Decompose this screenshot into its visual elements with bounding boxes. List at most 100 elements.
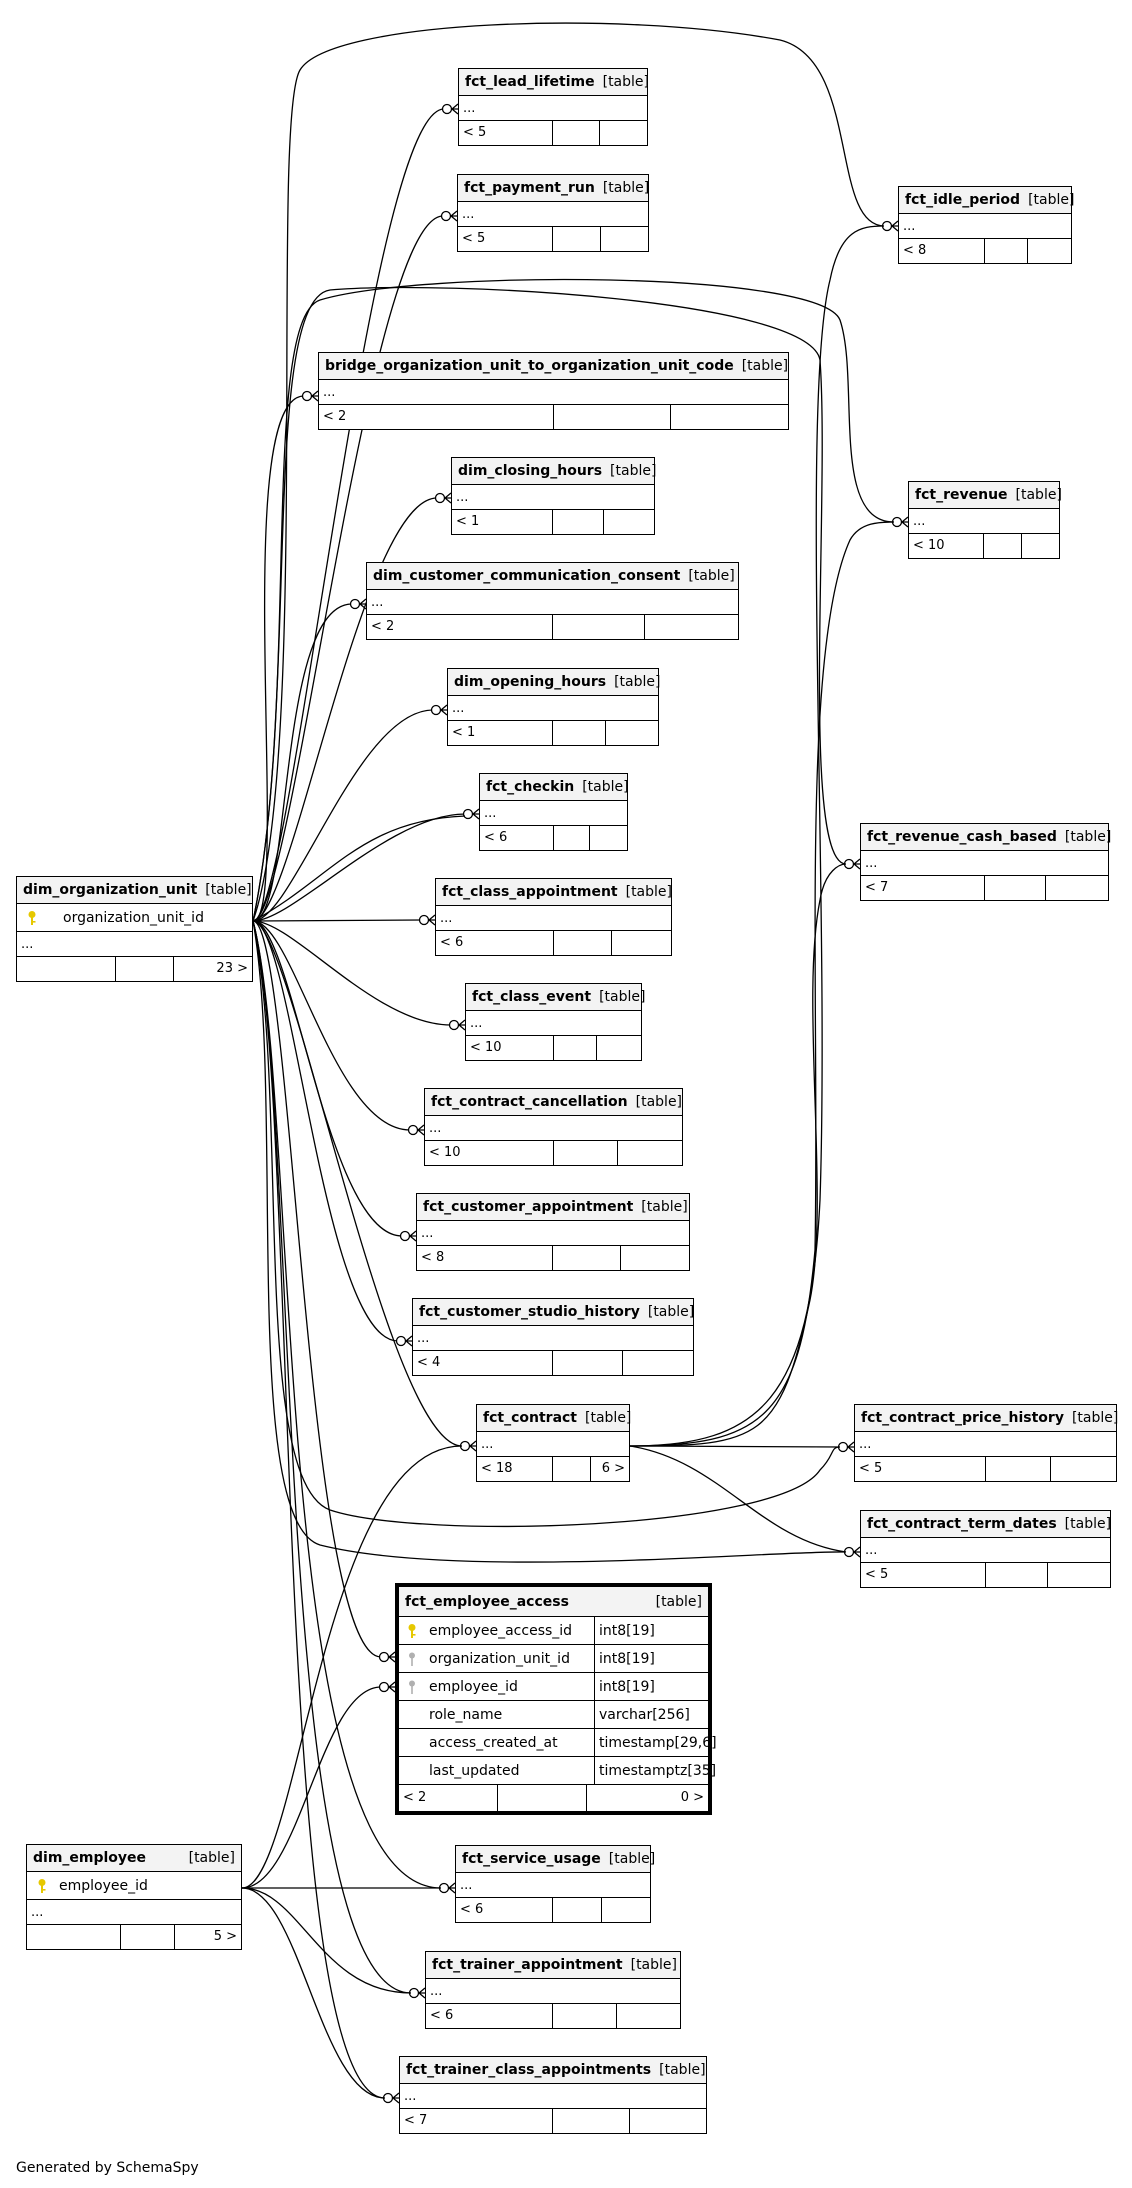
- relationship-edge: [241, 1445, 463, 1889]
- table-fct-contract-price-history[interactable]: fct_contract_price_history[table] ... < …: [854, 1404, 1119, 1482]
- parents-count: < 6: [426, 2004, 553, 2028]
- table-type: [table]: [599, 989, 646, 1005]
- columns-ellipsis: ...: [367, 590, 738, 615]
- relationship-edge: [252, 920, 386, 2099]
- table-fct-revenue[interactable]: fct_revenue[table] ... < 10: [908, 481, 1062, 559]
- table-name: fct_customer_studio_history: [419, 1304, 640, 1320]
- table-bridge-organization-unit[interactable]: bridge_organization_unit_to_organization…: [318, 352, 789, 430]
- children-count: 5 >: [213, 1929, 237, 1944]
- column-name: access_created_at: [429, 1734, 558, 1751]
- relationship-edge: [252, 920, 452, 1026]
- crows-foot-marker: [448, 1019, 466, 1031]
- column-type: int8[19]: [599, 1623, 655, 1639]
- table-name: fct_revenue_cash_based: [867, 829, 1057, 845]
- table-fct-checkin[interactable]: fct_checkin[table] ... < 6: [479, 773, 629, 851]
- table-fct-employee-access[interactable]: fct_employee_access [table] employee_acce…: [395, 1583, 717, 1815]
- columns-ellipsis: ...: [899, 214, 1071, 239]
- table-type: [table]: [1071, 1410, 1119, 1426]
- table-name: bridge_organization_unit_to_organization…: [325, 358, 734, 374]
- table-dim-customer-communication-consent[interactable]: dim_customer_communication_consent[table…: [366, 562, 739, 640]
- table-fct-contract-cancellation[interactable]: fct_contract_cancellation[table] ... < 1…: [424, 1088, 683, 1166]
- pk-column-row[interactable]: employee_id: [27, 1872, 241, 1900]
- table-name: fct_contract_price_history: [861, 1410, 1064, 1426]
- column-type: int8[19]: [599, 1651, 655, 1667]
- crows-foot-marker: [843, 1546, 861, 1558]
- table-fct-idle-period[interactable]: fct_idle_period[table] ... < 8: [898, 186, 1074, 264]
- table-name: dim_organization_unit: [23, 882, 198, 898]
- table-name: fct_customer_appointment: [423, 1199, 634, 1215]
- column-type: varchar[256]: [599, 1707, 690, 1723]
- table-dim-employee[interactable]: dim_employee[table] employee_id ... 5 >: [26, 1844, 242, 1950]
- crows-foot-marker: [382, 2092, 400, 2104]
- table-fct-class-appointment[interactable]: fct_class_appointment[table] ... < 6: [435, 878, 672, 956]
- columns-ellipsis: ...: [855, 1432, 1116, 1457]
- columns-ellipsis: ...: [448, 696, 658, 721]
- table-fct-customer-appointment[interactable]: fct_customer_appointment[table] ... < 8: [416, 1193, 690, 1271]
- column-name: last_updated: [429, 1762, 520, 1779]
- columns-ellipsis: ...: [480, 801, 627, 826]
- table-name: fct_revenue: [915, 487, 1008, 503]
- table-fct-class-event[interactable]: fct_class_event[table] ... < 10: [465, 983, 646, 1061]
- table-type: [table]: [585, 1410, 632, 1426]
- table-type: [table]: [614, 674, 661, 690]
- table-dim-closing-hours[interactable]: dim_closing_hours[table] ... < 1: [451, 457, 657, 535]
- table-name: dim_opening_hours: [454, 674, 607, 690]
- column-row[interactable]: organization_unit_id int8[19]: [399, 1645, 708, 1673]
- children-count: 6 >: [601, 1461, 625, 1476]
- table-type: [table]: [655, 1593, 702, 1610]
- crows-foot-marker: [462, 808, 480, 820]
- crows-foot-marker: [408, 1987, 426, 1999]
- table-name: fct_lead_lifetime: [465, 74, 595, 90]
- pk-column-name: organization_unit_id: [63, 909, 204, 926]
- relationship-edge: [252, 22, 885, 922]
- parents-count: < 2: [367, 615, 553, 639]
- table-type: [table]: [635, 1094, 683, 1110]
- table-type: [table]: [1064, 829, 1112, 845]
- parents-count: < 8: [899, 239, 985, 263]
- relationship-edge: [252, 920, 847, 1563]
- pk-column-row[interactable]: organization_unit_id: [17, 904, 252, 932]
- relationship-edge: [252, 286, 847, 922]
- relationship-edge: [252, 920, 403, 1237]
- columns-ellipsis: ...: [458, 202, 648, 227]
- column-row[interactable]: employee_id int8[19]: [399, 1673, 708, 1701]
- table-name: fct_class_event: [472, 989, 592, 1005]
- table-fct-trainer-class-appointments[interactable]: fct_trainer_class_appointments[table] ..…: [399, 2056, 707, 2134]
- table-type: [table]: [610, 463, 657, 479]
- crows-foot-marker: [378, 1651, 396, 1663]
- column-row[interactable]: employee_access_id int8[19]: [399, 1617, 708, 1645]
- column-type: int8[19]: [599, 1679, 655, 1695]
- parents-count: < 18: [477, 1457, 553, 1481]
- table-type: [table]: [602, 180, 650, 196]
- column-row[interactable]: role_name varchar[256]: [399, 1701, 708, 1729]
- table-fct-customer-studio-history[interactable]: fct_customer_studio_history[table] ... <…: [412, 1298, 694, 1376]
- columns-ellipsis: ...: [466, 1011, 641, 1036]
- table-name: fct_employee_access: [405, 1593, 569, 1610]
- column-type: timestamptz[35]: [599, 1763, 717, 1779]
- crows-foot-marker: [407, 1124, 425, 1136]
- relationship-edge: [252, 603, 353, 922]
- table-fct-service-usage[interactable]: fct_service_usage[table] ... < 6: [455, 1845, 655, 1923]
- table-fct-payment-run[interactable]: fct_payment_run[table] ... < 5: [457, 174, 649, 252]
- columns-ellipsis: ...: [27, 1900, 241, 1925]
- relationship-edge: [252, 108, 445, 922]
- column-name: employee_access_id: [429, 1622, 573, 1639]
- table-fct-revenue-cash-based[interactable]: fct_revenue_cash_based[table] ... < 7: [860, 823, 1112, 901]
- table-fct-trainer-appointment[interactable]: fct_trainer_appointment[table] ... < 6: [425, 1951, 681, 2029]
- foreign-key-icon: [409, 1652, 415, 1666]
- table-type: [table]: [602, 74, 649, 90]
- column-row[interactable]: last_updated timestamptz[35]: [399, 1757, 716, 1785]
- primary-key-icon: [408, 1623, 416, 1638]
- table-fct-lead-lifetime[interactable]: fct_lead_lifetime[table] ... < 5: [458, 68, 649, 146]
- table-fct-contract-term-dates[interactable]: fct_contract_term_dates[table] ... < 5: [860, 1510, 1111, 1588]
- table-name: fct_trainer_appointment: [432, 1957, 623, 1973]
- primary-key-icon: [38, 1878, 46, 1893]
- table-dim-opening-hours[interactable]: dim_opening_hours [table] ... < 1: [447, 668, 661, 746]
- parents-count: < 8: [417, 1246, 553, 1270]
- parents-count: < 1: [448, 721, 553, 745]
- table-dim-organization-unit[interactable]: dim_organization_unit[table] organizatio…: [16, 876, 253, 982]
- column-name: role_name: [429, 1706, 503, 1723]
- parents-count: < 4: [413, 1351, 553, 1375]
- column-row[interactable]: access_created_at timestamp[29,6]: [399, 1729, 717, 1757]
